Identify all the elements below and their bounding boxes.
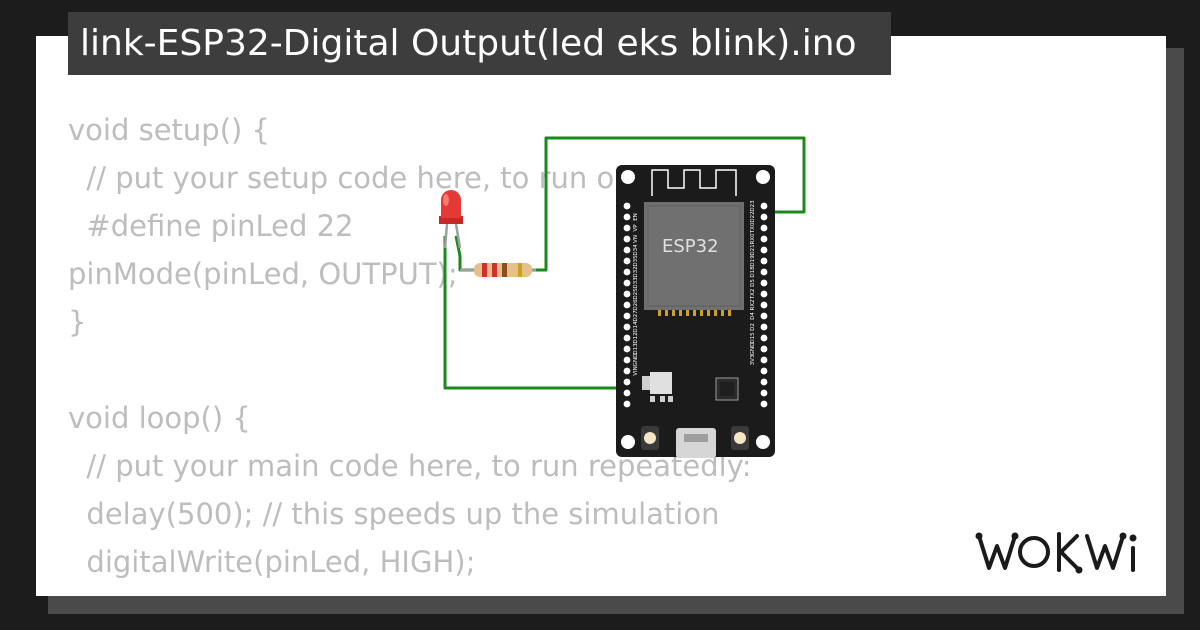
pin-label: D35	[633, 255, 639, 267]
code-editor: void setup() { // put your setup code he…	[68, 106, 1068, 596]
code-line: pinMode(pinLed, OUTPUT);	[68, 257, 458, 291]
pin-label: D26	[633, 299, 639, 311]
pin-label: D14	[633, 321, 639, 333]
pin-label: VP	[633, 224, 639, 232]
pin-label: D18	[750, 266, 756, 278]
pin-label: RX0	[750, 233, 756, 245]
wifi-antenna-icon	[651, 169, 737, 196]
pin-label: D13	[633, 343, 639, 355]
esp32-board[interactable]: ESP32	[616, 165, 775, 458]
pin-label: TX0	[750, 222, 756, 234]
pin-label: TX2	[750, 289, 756, 301]
code-line: // put your main code here, to run repea…	[68, 449, 752, 483]
chip-label: ESP32	[662, 236, 719, 257]
reset-button[interactable]	[731, 426, 749, 450]
boot-button[interactable]	[641, 426, 659, 450]
pin-label: D27	[633, 310, 639, 322]
pin-label: D19	[750, 255, 756, 267]
pin-label: D12	[633, 332, 639, 343]
pin-label: D32	[633, 266, 639, 277]
red-led[interactable]	[439, 190, 463, 249]
pin-label: D23	[750, 200, 756, 212]
code-line: delay(500); // this speeds up the simula…	[68, 497, 720, 531]
pin-label: D34	[633, 244, 639, 256]
pin-label: D2	[750, 323, 756, 331]
resistor[interactable]	[460, 263, 536, 277]
pin-label: D33	[633, 277, 639, 289]
pin-label: D22	[750, 211, 756, 222]
code-line: }	[68, 305, 87, 339]
wire-led-to-gnd	[443, 236, 630, 390]
pin-label: D5	[750, 279, 756, 287]
code-line: digitalWrite(pinLed, HIGH);	[68, 545, 476, 579]
wokwi-logo	[975, 532, 1137, 574]
pin-label: D15	[750, 332, 756, 344]
pin-label: GND	[633, 354, 639, 367]
project-title: link-ESP32-Digital Output(led eks blink)…	[68, 12, 891, 75]
code-line: delay(500);	[68, 586, 1068, 596]
pin-label: VIN	[633, 366, 639, 376]
code-line: void loop() {	[68, 401, 251, 435]
pin-label: D25	[633, 288, 639, 300]
project-preview-card: void setup() { // put your setup code he…	[36, 36, 1166, 596]
pin-label: VN	[633, 235, 639, 243]
pin-label: GND	[750, 343, 756, 356]
pin-label: EN	[633, 213, 639, 221]
code-line: void setup() {	[68, 113, 270, 147]
usb-port[interactable]	[676, 428, 716, 458]
pin-label: RX2	[750, 299, 756, 310]
pin-label: D4	[750, 312, 756, 320]
pin-label: D21	[750, 244, 756, 255]
code-line: #define pinLed 22	[68, 209, 354, 243]
pin-label: 3V3	[750, 354, 756, 365]
circuit-diagram: ESP32	[439, 136, 806, 458]
wire-resistor-to-d22	[532, 136, 806, 272]
